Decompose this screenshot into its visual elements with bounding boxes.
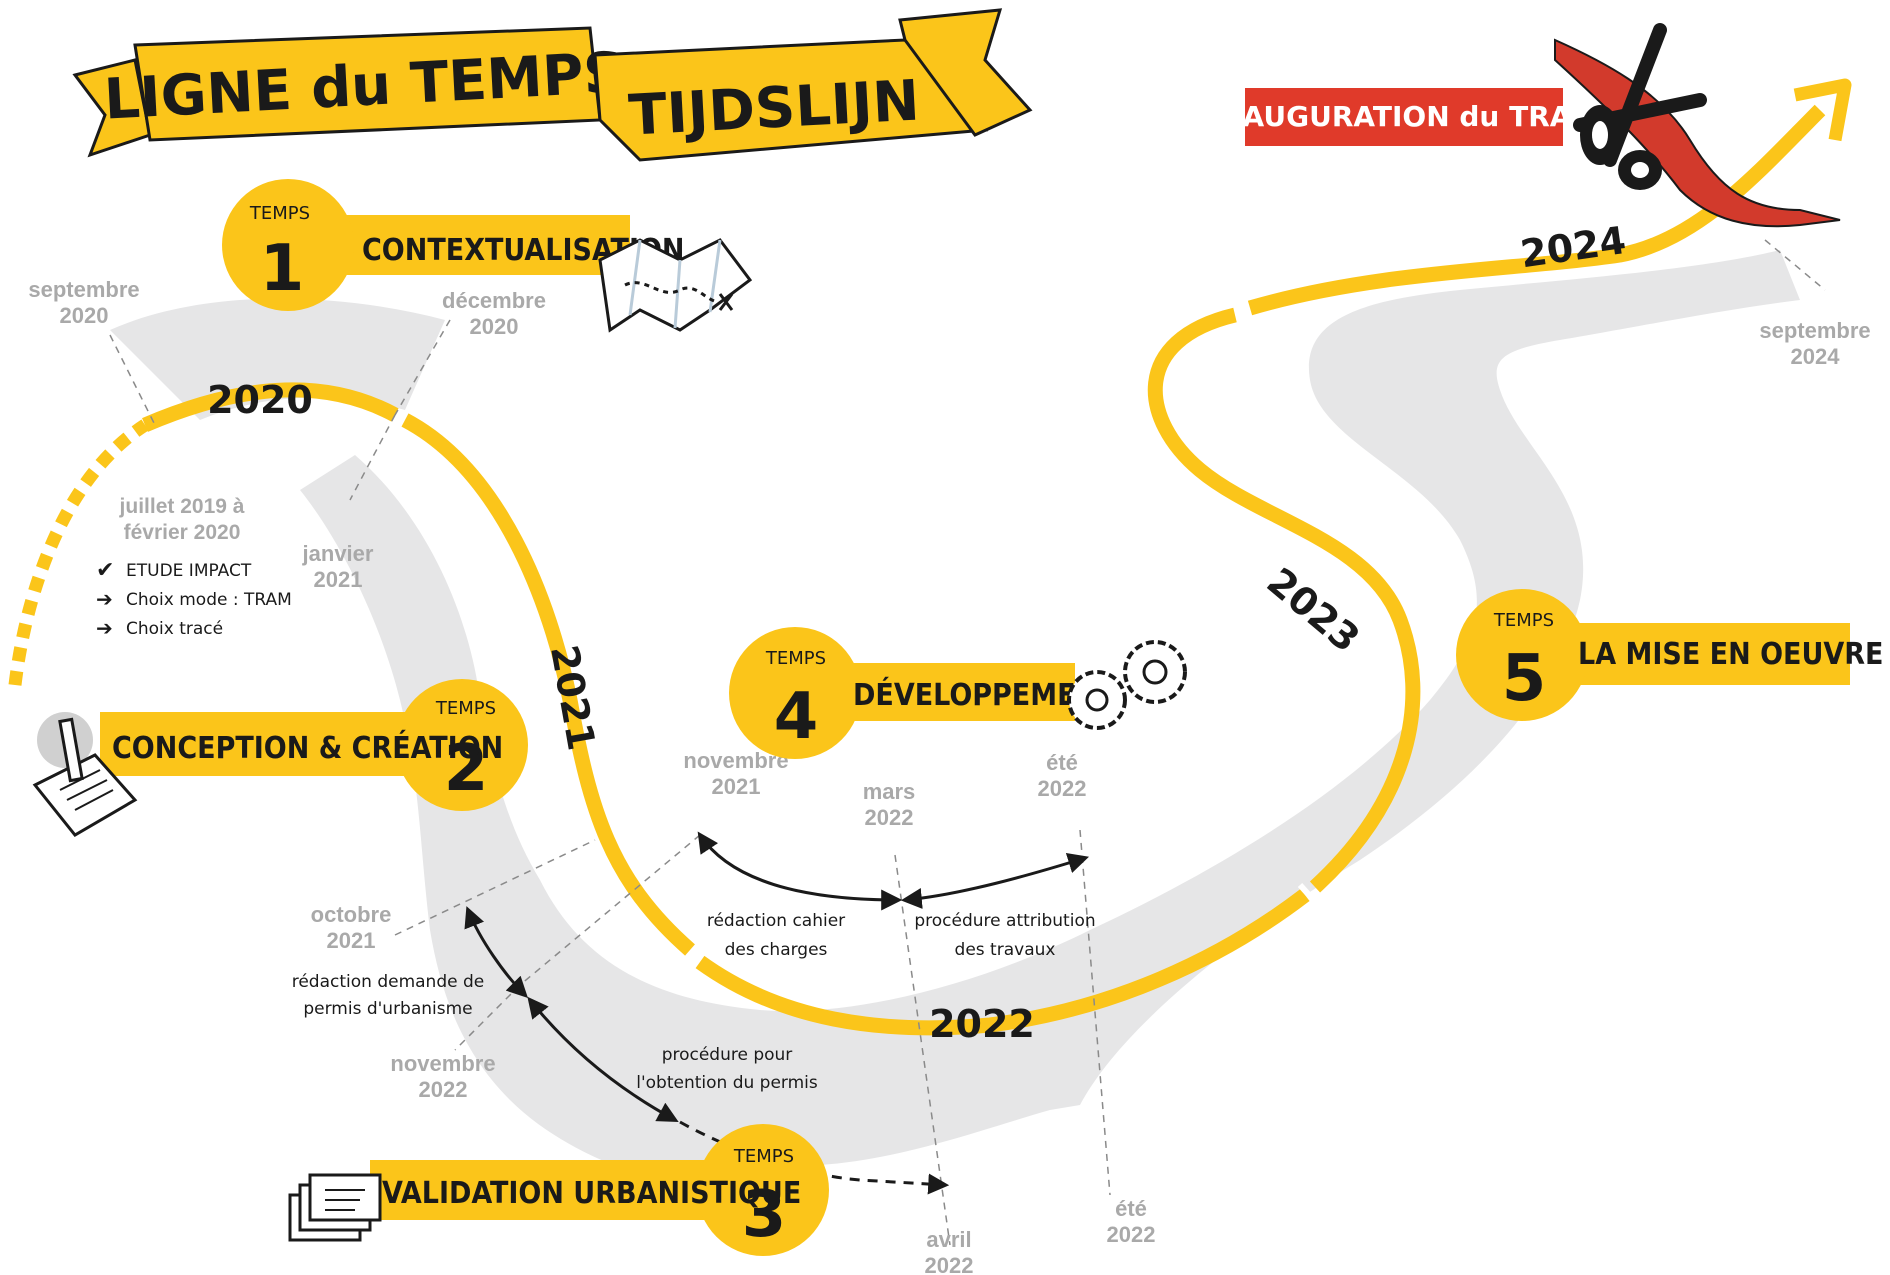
title-banner: LIGNE du TEMPS TIJDSLIJN [72,8,1033,162]
inauguration-box [1245,88,1563,146]
phase-3-title: VALIDATION URBANISTIQUE [382,1176,801,1211]
year-2021: 2021 [542,642,604,754]
duration-arrows [464,831,1090,1195]
phase-1-temps: TEMPS [249,203,310,224]
year-2023: 2023 [1259,559,1368,661]
phase-3-label: TEMPS 3 VALIDATION URBANISTIQUE [288,1124,829,1256]
arrow-right-icon: ➔ [96,587,113,611]
document-stack-icon [288,1173,382,1242]
banner-title-nl: TIJDSLIJN [627,68,921,148]
scissors-ribbon-icon [1554,23,1841,228]
timeline-shaded-band [110,250,1800,1190]
phase-4-label: TEMPS 4 DÉVELOPPEMENT [729,627,1187,759]
phase-5-number: 5 [1502,642,1547,716]
phase-3-number: 3 [742,1178,787,1252]
phase-4-temps: TEMPS [765,648,826,669]
phase-1-circle [222,179,354,311]
clipboard-pen-icon [32,712,138,837]
prework-item-trace: Choix tracé [126,619,223,639]
timeline-path [8,78,1852,1036]
year-2022: 2022 [929,1002,1035,1046]
phase-1-number: 1 [260,232,305,306]
path-breaks [687,298,1321,963]
arrow-right-icon: ➔ [96,616,113,640]
phase-2-temps: TEMPS [435,698,496,719]
inauguration-label: INAUGURATION du TRAM [1209,23,1841,228]
phase-5-circle [1456,589,1588,721]
phase-1-label: TEMPS 1 CONTEXTUALISATION [222,179,753,333]
phase-2-number: 2 [444,732,489,806]
phase-4-circle [729,627,861,759]
phase-4-number: 4 [774,680,819,754]
map-icon [598,238,753,333]
checkmark-icon: ✔ [96,558,114,583]
inauguration-text: INAUGURATION du TRAM [1209,100,1600,133]
phase-2-label: TEMPS 2 CONCEPTION & CRÉATION [32,679,528,837]
phase-2-title: CONCEPTION & CRÉATION [112,730,503,766]
gears-icon [1067,640,1187,730]
prework-item-impact: ETUDE IMPACT [126,561,252,581]
phase-2-circle [396,679,528,811]
phase-3-circle [697,1124,829,1256]
banner-nl-panel [593,38,989,162]
phase-5-label: TEMPS 5 LA MISE EN OEUVRE [1456,589,1883,721]
phase-5-title: LA MISE EN OEUVRE [1578,637,1883,672]
year-2024: 2024 [1518,218,1629,276]
prework-item-mode: Choix mode : TRAM [126,590,292,610]
phase-3-temps: TEMPS [733,1146,794,1167]
phase-5-temps: TEMPS [1493,610,1554,631]
year-2020: 2020 [207,378,313,422]
